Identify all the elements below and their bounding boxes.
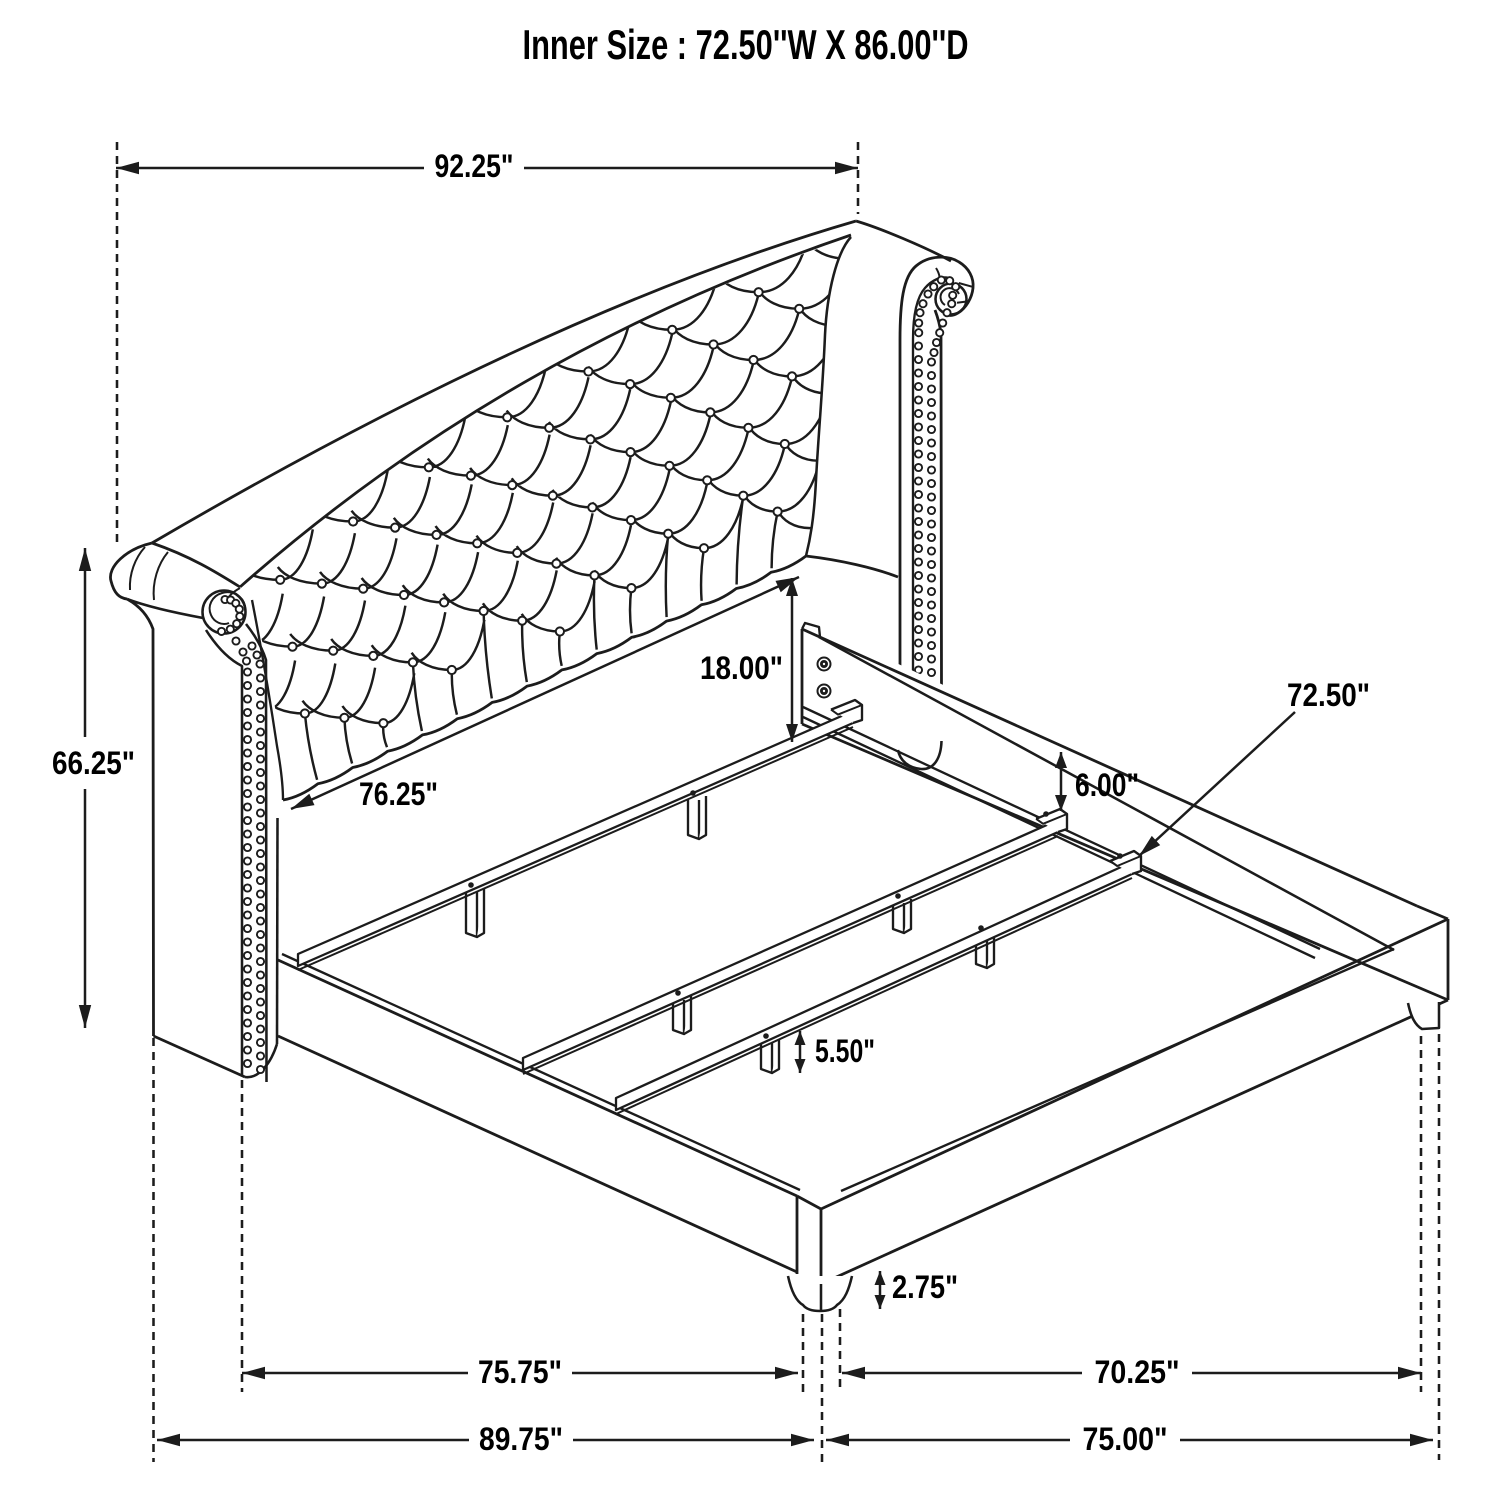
svg-text:76.25": 76.25" — [359, 776, 438, 812]
svg-text:70.25": 70.25" — [1095, 1354, 1180, 1390]
svg-text:5.50": 5.50" — [815, 1033, 875, 1069]
svg-text:18.00": 18.00" — [700, 650, 783, 686]
svg-text:Inner Size : 72.50''W X 86.00': Inner Size : 72.50''W X 86.00''D — [523, 21, 969, 68]
svg-text:89.75": 89.75" — [479, 1421, 563, 1457]
svg-text:2.75": 2.75" — [892, 1269, 958, 1305]
svg-text:72.50": 72.50" — [1287, 677, 1370, 713]
svg-text:75.75": 75.75" — [478, 1354, 562, 1390]
svg-text:66.25": 66.25" — [52, 745, 135, 781]
svg-text:6.00": 6.00" — [1075, 767, 1139, 803]
svg-text:75.00": 75.00" — [1083, 1421, 1168, 1457]
svg-text:92.25": 92.25" — [435, 148, 514, 184]
